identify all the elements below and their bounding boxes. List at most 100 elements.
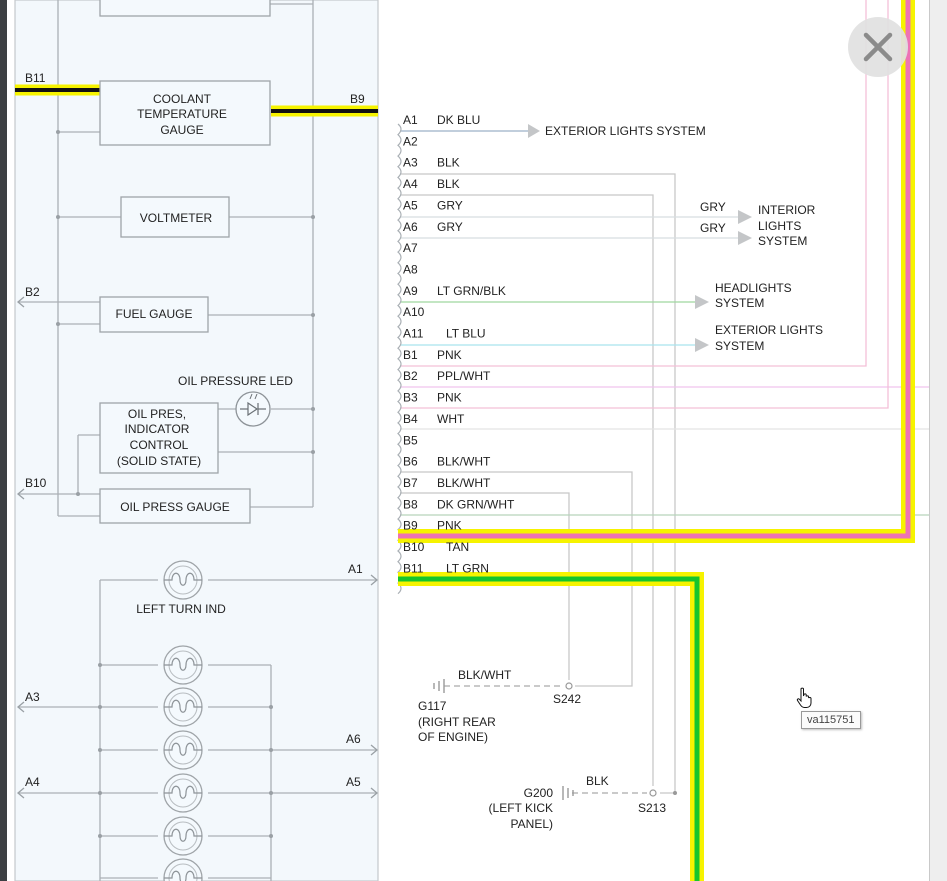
pin-label: B10 — [403, 540, 425, 554]
left-exit-arrows — [16, 296, 379, 799]
arrow-interior-2 — [738, 231, 752, 245]
arrow-exterior-1 — [528, 124, 540, 138]
cluster-labels: B11 B9 COOLANT TEMPERATURE GAUGE VOLTMET… — [25, 71, 365, 789]
wire-color-label: PNK — [437, 348, 462, 362]
ground-icons — [433, 679, 574, 800]
wire-color-label: BLK/WHT — [437, 455, 491, 469]
bulb-icon — [163, 858, 203, 881]
bulb-icon — [163, 560, 203, 600]
coolant-gauge-label-3: GAUGE — [160, 123, 203, 137]
pin-label: A4 — [403, 177, 418, 191]
bulb-icon — [163, 645, 203, 685]
b10-left-label: B10 — [25, 476, 47, 490]
s213-label: S213 — [638, 801, 666, 815]
interior-lights-label-1: INTERIOR — [758, 203, 816, 217]
wire-color-label: DK BLU — [437, 113, 480, 127]
wiring-diagram: B11 B9 COOLANT TEMPERATURE GAUGE VOLTMET… — [7, 0, 929, 881]
oil-press-gauge-label: OIL PRESS GAUGE — [120, 500, 230, 514]
oil-control-label-2: INDICATOR — [125, 422, 190, 436]
wire-color-label: LT BLU — [446, 327, 486, 341]
arrow-exterior-2 — [695, 338, 709, 352]
a1-left-label: A1 — [348, 562, 363, 576]
external-wires — [400, 0, 929, 794]
left-turn-label: LEFT TURN IND — [136, 602, 226, 616]
wire-color-label: GRY — [437, 220, 463, 234]
system-labels: EXTERIOR LIGHTS SYSTEM GRY GRY INTERIOR … — [418, 124, 823, 831]
a3-left-label: A3 — [25, 690, 40, 704]
interior-lights-label-3: SYSTEM — [758, 234, 807, 248]
scrollbar-track[interactable] — [929, 0, 947, 881]
pin-label: B6 — [403, 455, 418, 469]
bulb-icon — [163, 730, 203, 770]
a6-left-label: A6 — [346, 732, 361, 746]
system-arrows — [528, 124, 752, 352]
top-component-box — [99, 0, 271, 17]
a4-left-label: A4 — [25, 775, 40, 789]
pin-label: B1 — [403, 348, 418, 362]
pin-label: A3 — [403, 156, 418, 170]
g117-label-1: G117 — [418, 699, 447, 713]
close-icon — [863, 32, 893, 62]
headlights-label-1: HEADLIGHTS — [715, 281, 792, 295]
connector-c1 — [397, 123, 402, 595]
oil-control-label-4: (SOLID STATE) — [117, 454, 201, 468]
coolant-gauge-label-2: TEMPERATURE — [137, 107, 227, 121]
pin-label: A1 — [403, 113, 418, 127]
highlighted-circuit-b9-pnk — [398, 0, 915, 543]
arrow-interior-1 — [738, 210, 752, 224]
arrow-headlights — [695, 295, 709, 309]
bulb-icon — [163, 816, 203, 856]
wire-color-label: PNK — [437, 519, 462, 533]
window-frame-left — [0, 0, 7, 881]
wire-color-label: WHT — [437, 412, 465, 426]
gry-label-1: GRY — [700, 200, 726, 214]
wire-color-label: BLK/WHT — [437, 476, 491, 490]
voltmeter-label: VOLTMETER — [140, 211, 213, 225]
g200-wire-label: BLK — [586, 774, 609, 788]
close-button[interactable] — [848, 17, 908, 77]
b11-left-label: B11 — [25, 71, 46, 85]
wire-color-label: LT GRN/BLK — [437, 284, 506, 298]
pin-label: B3 — [403, 391, 418, 405]
pin-label: B8 — [403, 497, 418, 511]
oil-press-gauge-box — [99, 488, 251, 524]
g200-label-1: G200 — [524, 786, 554, 800]
s242-label: S242 — [553, 692, 581, 706]
g117-label-2: (RIGHT REAR — [418, 715, 496, 729]
highlighted-circuit-b11-ltgrn — [398, 572, 704, 881]
component-boxes — [99, 0, 271, 524]
pin-label: B4 — [403, 412, 418, 426]
pin-label: A8 — [403, 262, 418, 276]
gry-label-2: GRY — [700, 221, 726, 235]
pin-label: B2 — [403, 369, 418, 383]
wire-color-label: DK GRN/WHT — [437, 497, 515, 511]
pin-label: A7 — [403, 241, 418, 255]
exterior-lights-label-2a: EXTERIOR LIGHTS — [715, 323, 823, 337]
oil-control-label-3: CONTROL — [130, 438, 189, 452]
wire-color-label: BLK — [437, 177, 460, 191]
hand-pointer-icon — [796, 687, 812, 708]
pin-label: A10 — [403, 305, 425, 319]
b2-left-label: B2 — [25, 285, 40, 299]
pin-label: A6 — [403, 220, 418, 234]
wire-color-label: BLK — [437, 156, 460, 170]
g200-label-3: PANEL) — [511, 817, 553, 831]
bulb-icon — [163, 687, 203, 727]
exterior-lights-label-1: EXTERIOR LIGHTS SYSTEM — [545, 124, 706, 138]
indicator-bulbs — [163, 560, 203, 881]
pin-label: B5 — [403, 433, 418, 447]
exterior-lights-label-2b: SYSTEM — [715, 339, 764, 353]
g117-label-3: OF ENGINE) — [418, 730, 488, 744]
headlights-label-2: SYSTEM — [715, 296, 764, 310]
wire-color-label: TAN — [446, 540, 469, 554]
oil-control-label-1: OIL PRES, — [128, 407, 186, 421]
voltmeter-box — [120, 196, 230, 238]
fuel-gauge-box — [99, 296, 209, 333]
tooltip: va115751 — [801, 711, 861, 729]
g117-wire-label: BLK/WHT — [458, 668, 512, 682]
oil-led-label: OIL PRESSURE LED — [178, 374, 293, 388]
pin-label: B9 — [403, 519, 418, 533]
pin-label: A9 — [403, 284, 418, 298]
